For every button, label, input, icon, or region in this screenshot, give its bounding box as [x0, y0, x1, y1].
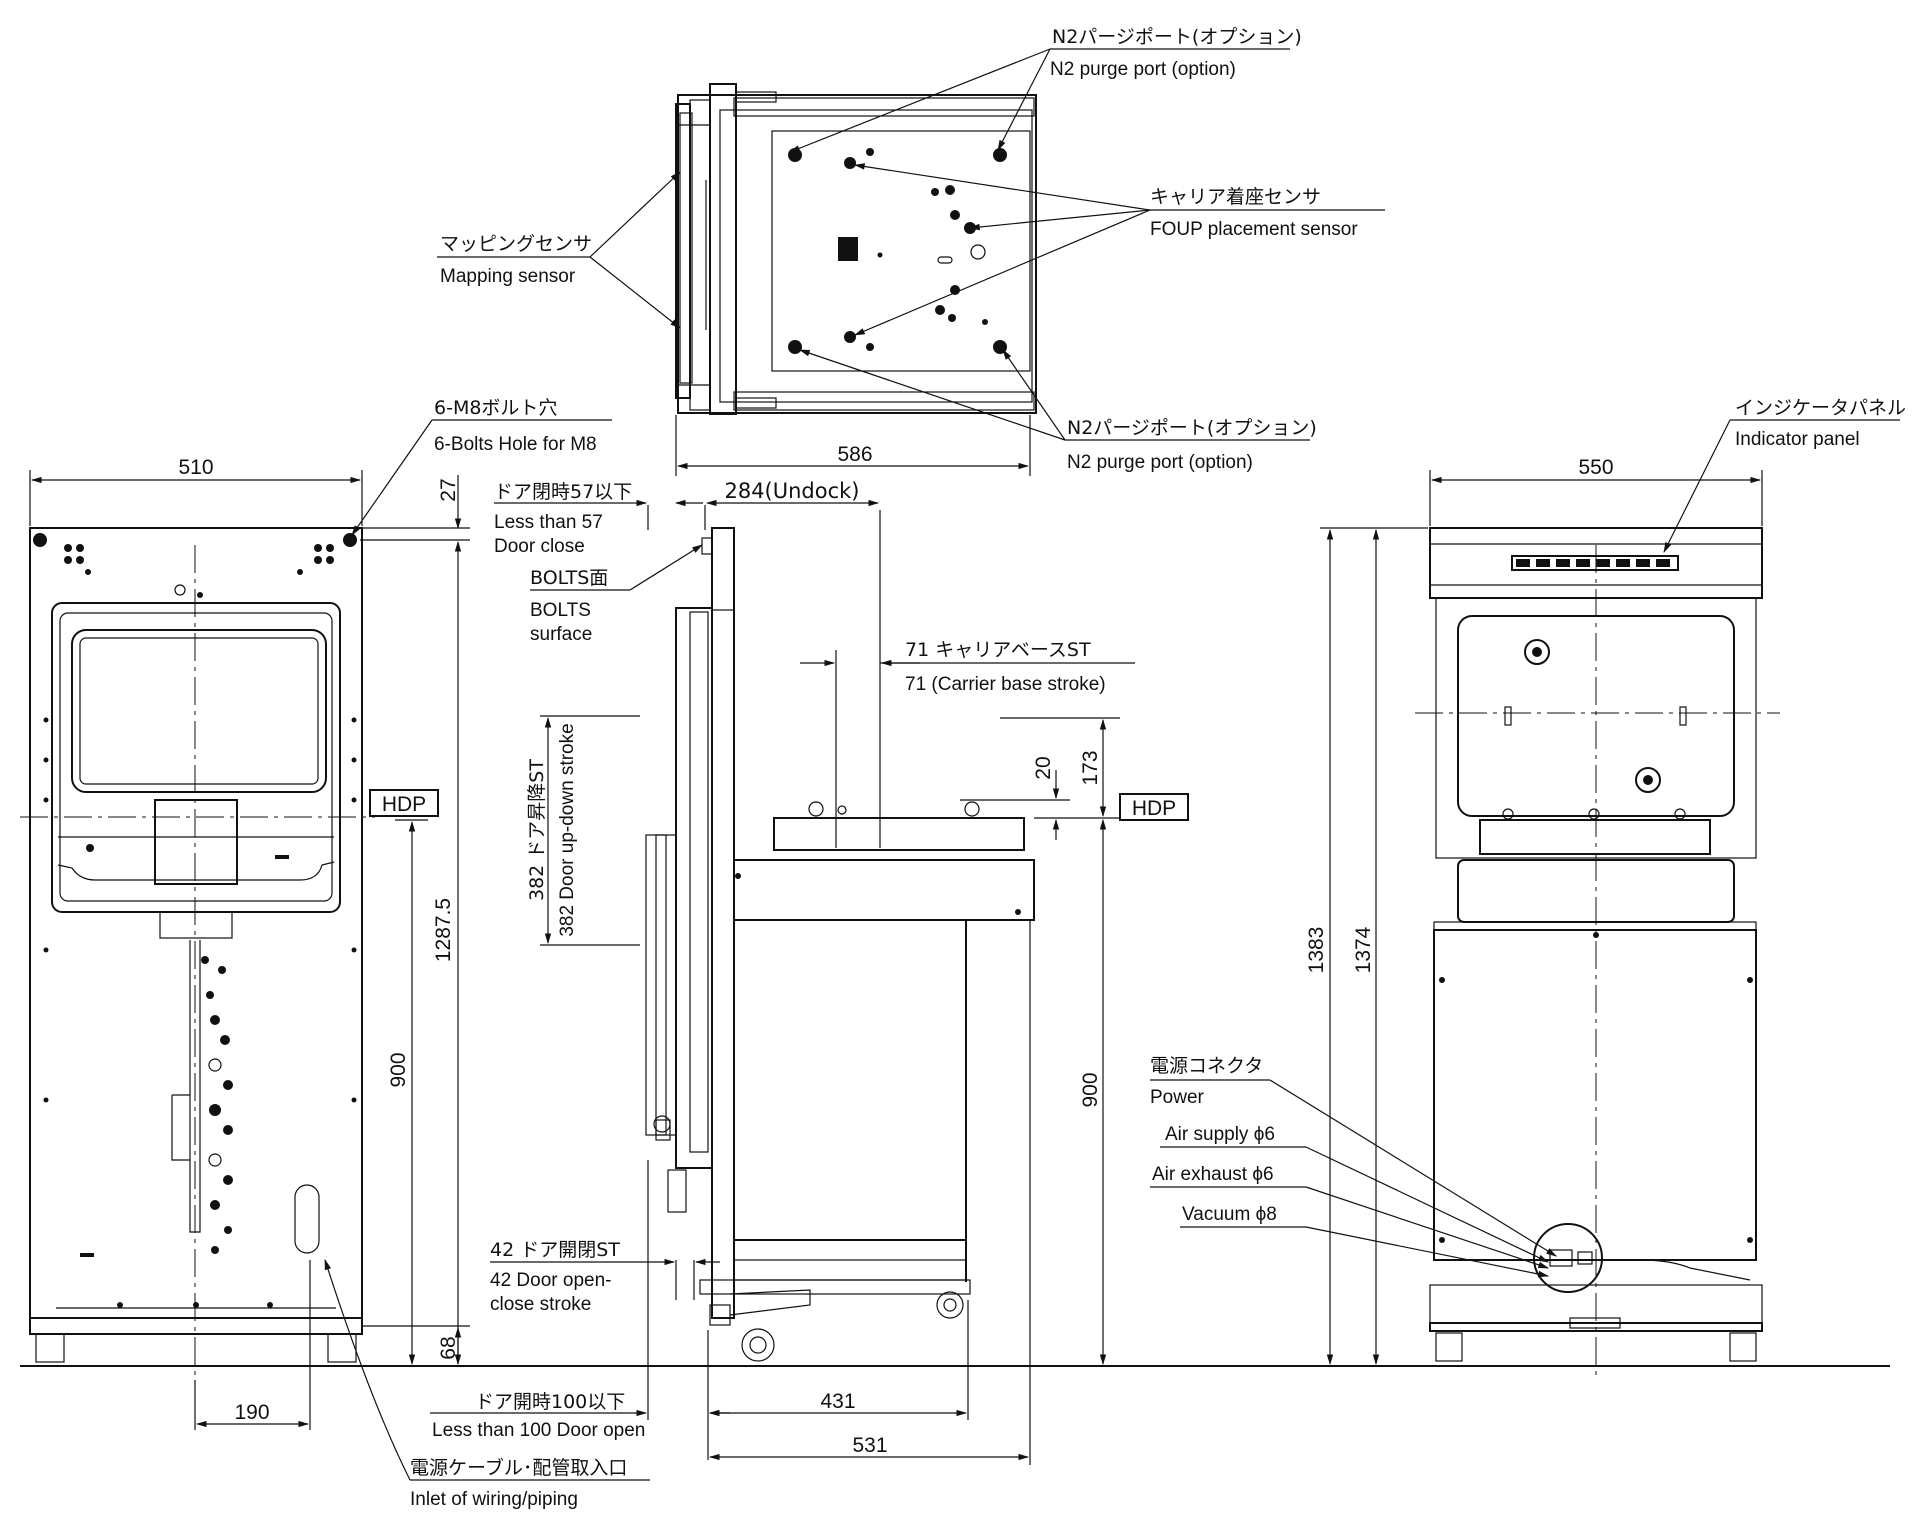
indicator-panel	[1511, 555, 1679, 571]
door-close-en-1: Less than 57	[494, 512, 603, 533]
front-top-offset-dim: 27	[437, 478, 460, 501]
bolts-ja: BOLTS面	[530, 567, 608, 589]
bolts-en-1: BOLTS	[530, 600, 591, 621]
door-stroke-ja: 42 ドア開閉ST	[490, 1239, 620, 1261]
air-supply: Air supply ϕ6	[1165, 1124, 1275, 1145]
n2-purge-bottom-ja: N2パージポート(オプション)	[1067, 417, 1317, 439]
foup-sensor-ja: キャリア着座センサ	[1150, 186, 1321, 208]
n2-purge-top-en: N2 purge port (option)	[1050, 59, 1236, 80]
door-close-ja: ドア閉時57以下	[494, 481, 632, 503]
carrier-stroke-en: 71 (Carrier base stroke)	[905, 674, 1106, 695]
rear-height-1383: 1383	[1305, 927, 1328, 974]
n2-purge-top-ja: N2パージポート(オプション)	[1052, 26, 1302, 48]
side-hdp-label: HDP	[1132, 797, 1176, 820]
updown-en: 382 Door up-down stroke	[557, 723, 578, 936]
bolts-en-2: surface	[530, 624, 592, 645]
top-width-dim: 586	[837, 443, 872, 466]
front-inlet-offset-dim: 190	[234, 1401, 269, 1424]
indicator-en: Indicator panel	[1735, 429, 1860, 450]
mapping-sensor-en: Mapping sensor	[440, 266, 576, 287]
top-view	[675, 83, 1037, 415]
dim-20: 20	[1032, 756, 1055, 779]
undock-dim: 284(Undock)	[724, 479, 859, 503]
dim-173: 173	[1079, 750, 1102, 785]
rear-height-1374: 1374	[1352, 926, 1375, 973]
carrier-stroke-ja: 71 キャリアベースST	[905, 639, 1091, 661]
depth-531: 531	[852, 1434, 887, 1457]
bolt-hole-ja: 6-M8ボルト穴	[434, 397, 557, 419]
side-hdp-height-dim: 900	[1079, 1072, 1102, 1107]
n2-purge-bottom-en: N2 purge port (option)	[1067, 452, 1253, 473]
mapping-sensor-ja: マッピングセンサ	[440, 233, 592, 255]
door-open-ja: ドア開時100以下	[475, 1391, 625, 1413]
front-view	[29, 527, 363, 1363]
front-height-dim: 1287.5	[432, 898, 455, 962]
air-exhaust: Air exhaust ϕ6	[1152, 1164, 1274, 1185]
rear-width-dim: 550	[1578, 456, 1613, 479]
front-width-dim: 510	[178, 456, 213, 479]
door-stroke-en-1: 42 Door open-	[490, 1270, 611, 1291]
inlet-en: Inlet of wiring/piping	[410, 1489, 578, 1510]
side-view	[645, 527, 1035, 1362]
front-hdp-label: HDP	[382, 793, 426, 816]
front-hdp-height-dim: 900	[387, 1052, 410, 1087]
vacuum: Vacuum ϕ8	[1182, 1204, 1277, 1225]
inlet-ja: 電源ケーブル･配管取入口	[410, 1456, 627, 1479]
door-stroke-en-2: close stroke	[490, 1294, 591, 1315]
door-close-en-2: Door close	[494, 536, 585, 557]
power-en: Power	[1150, 1087, 1205, 1108]
power-ja: 電源コネクタ	[1150, 1055, 1263, 1077]
bolt-hole-en: 6-Bolts Hole for M8	[434, 434, 597, 455]
door-open-en: Less than 100 Door open	[432, 1420, 645, 1441]
updown-ja: 382 ドア昇降ST	[526, 759, 548, 901]
depth-431: 431	[820, 1390, 855, 1413]
front-base-dim: 68	[437, 1336, 460, 1359]
indicator-ja: インジケータパネル	[1735, 397, 1906, 419]
foup-sensor-en: FOUP placement sensor	[1150, 219, 1358, 240]
